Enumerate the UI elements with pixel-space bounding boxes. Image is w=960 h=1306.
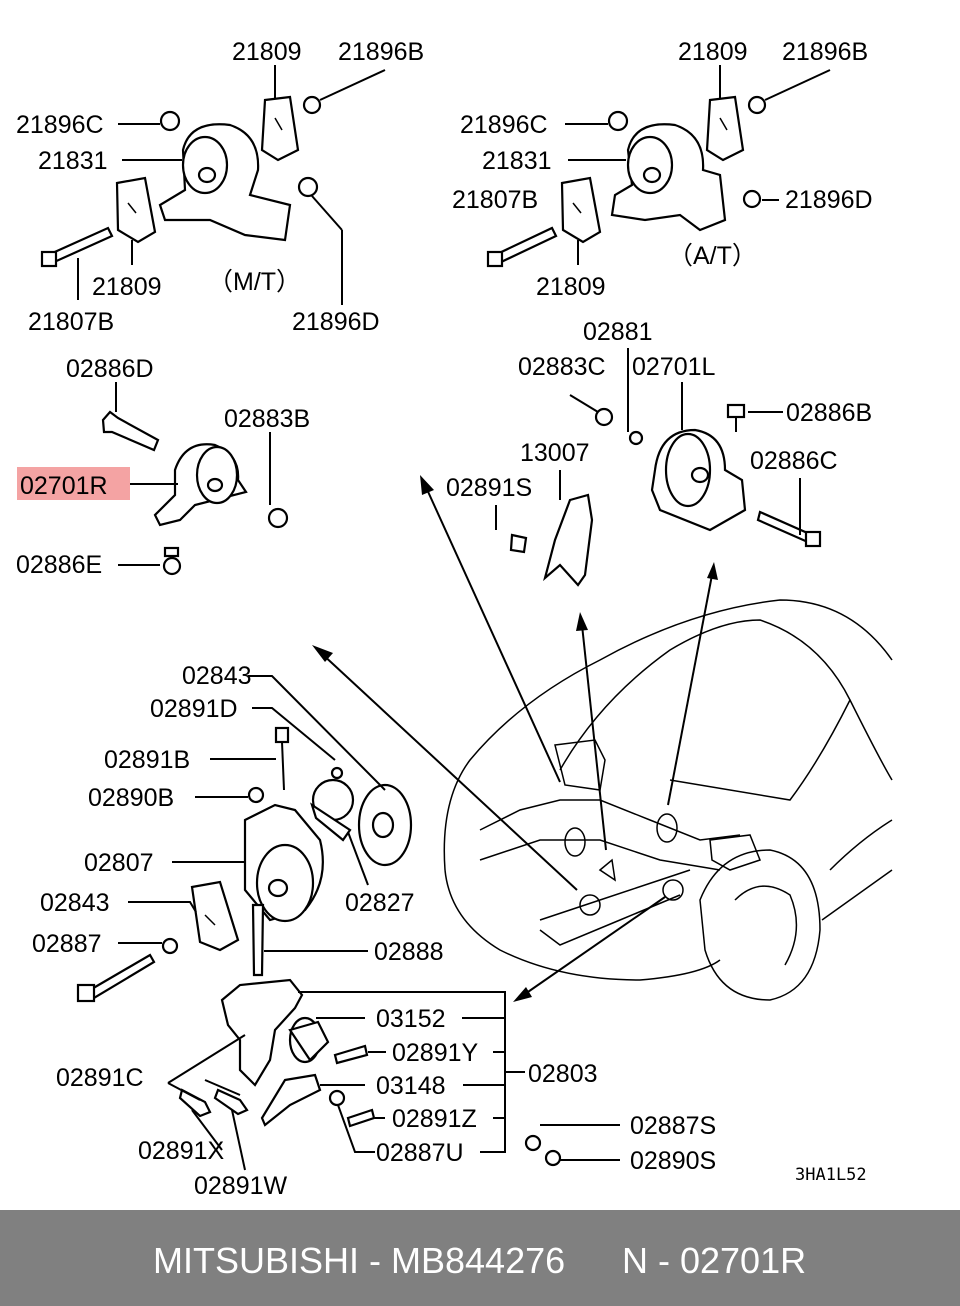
front-mount-leaders	[118, 675, 386, 952]
front-mount-group	[76, 726, 413, 1003]
label-21831: 21831	[482, 147, 552, 175]
label-02891Z: 02891Z	[392, 1105, 477, 1133]
label-02887: 02887	[32, 930, 102, 958]
label-02881: 02881	[583, 318, 653, 346]
label-02890S: 02890S	[630, 1147, 716, 1175]
label-02891Y: 02891Y	[392, 1039, 479, 1067]
label-02883B: 02883B	[224, 405, 310, 433]
mt-mount-group	[40, 95, 322, 268]
label-02886E: 02886E	[16, 551, 102, 579]
label-03148: 03148	[376, 1072, 446, 1100]
label-02890B: 02890B	[88, 784, 174, 812]
label-02843: 02843	[182, 662, 252, 690]
label-02886B: 02886B	[786, 399, 872, 427]
pointer-arrows	[312, 475, 718, 1002]
label-02701L: 02701L	[632, 353, 716, 381]
label-21896B: 21896B	[338, 38, 424, 66]
label-21809: 21809	[232, 38, 302, 66]
bracket-13007	[509, 493, 594, 587]
label-02887U: 02887U	[376, 1139, 464, 1167]
label-02883C: 02883C	[518, 353, 606, 381]
mid-right-leaders	[495, 348, 801, 535]
footer-diagram-ref: N - 02701R	[622, 1240, 807, 1281]
label-02886C: 02886C	[750, 447, 838, 475]
label-mt: （M/T）	[208, 268, 301, 296]
label-13007: 13007	[520, 439, 590, 467]
at-mount-group	[486, 95, 767, 268]
left-mount-02701L	[594, 403, 822, 548]
label-02891X: 02891X	[138, 1137, 225, 1165]
footer-brand-part-number: MITSUBISHI - MB844276	[153, 1240, 566, 1281]
footer-bar: MITSUBISHI - MB844276 N - 02701R	[0, 1210, 960, 1306]
bracket-assembly-leaders	[167, 991, 620, 1171]
bracket-assembly-02803	[178, 978, 562, 1167]
label-02891D: 02891D	[150, 695, 238, 723]
highlight-box	[17, 467, 130, 500]
label-03152: 03152	[376, 1005, 446, 1033]
part-labels: 21809 21896B 21896C 21831 21809 21807B （…	[16, 38, 873, 1200]
label-02807: 02807	[84, 849, 154, 877]
label-21896C: 21896C	[460, 111, 548, 139]
label-21896C: 21896C	[16, 111, 104, 139]
at-leaders	[565, 65, 831, 265]
label-02827: 02827	[345, 889, 415, 917]
label-21896D: 21896D	[292, 308, 380, 336]
label-02891S: 02891S	[446, 474, 532, 502]
label-21807B: 21807B	[28, 308, 114, 336]
label-02887S: 02887S	[630, 1112, 716, 1140]
label-21896B: 21896B	[782, 38, 868, 66]
right-mount-02701R	[101, 410, 289, 576]
label-02843: 02843	[40, 889, 110, 917]
mt-leaders	[77, 65, 386, 305]
parts-diagram: 21809 21896B 21896C 21831 21809 21807B （…	[16, 38, 893, 1200]
label-21809: 21809	[678, 38, 748, 66]
label-02803: 02803	[528, 1060, 598, 1088]
label-02701R: 02701R	[20, 472, 108, 500]
label-02891B: 02891B	[104, 746, 190, 774]
mid-left-leaders	[115, 382, 271, 566]
label-21809: 21809	[536, 273, 606, 301]
label-21807B: 21807B	[452, 186, 538, 214]
label-21809: 21809	[92, 273, 162, 301]
label-at: （A/T）	[668, 242, 757, 270]
label-21831: 21831	[38, 147, 108, 175]
label-02891W: 02891W	[194, 1172, 288, 1200]
label-02886D: 02886D	[66, 355, 154, 383]
label-02891C: 02891C	[56, 1064, 144, 1092]
diagram-code: 3HA1L52	[795, 1165, 867, 1185]
label-21896D: 21896D	[785, 186, 873, 214]
label-02888: 02888	[374, 938, 444, 966]
